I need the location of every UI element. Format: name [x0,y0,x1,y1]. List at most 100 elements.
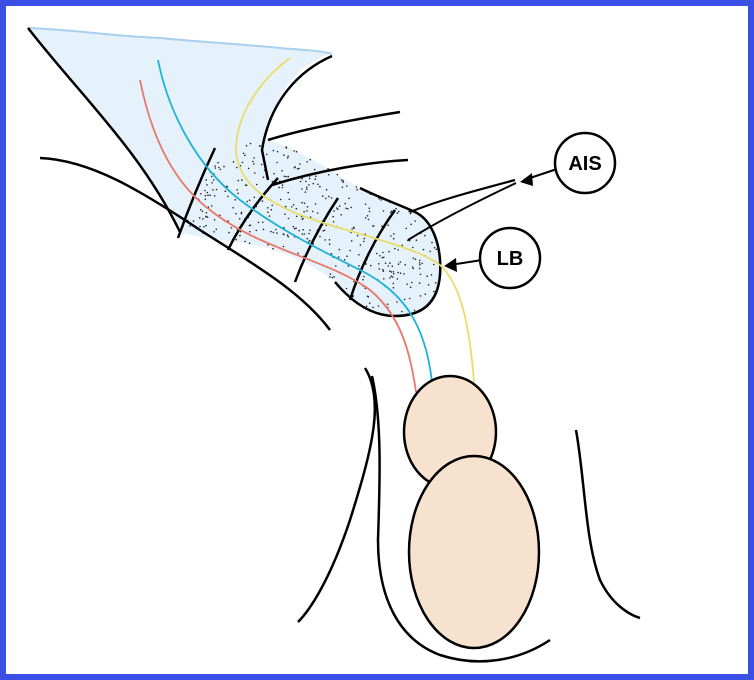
stipple-dot [312,211,314,213]
stipple-dot [249,199,251,201]
stipple-dot [266,154,268,156]
stipple-dot [293,150,295,152]
stipple-dot [246,184,248,186]
stipple-dot [204,190,206,192]
stipple-dot [277,151,279,153]
stipple-dot [348,198,350,200]
stipple-dot [393,273,395,275]
stipple-dot [404,264,406,266]
stipple-dot [356,189,358,191]
lb-label: LB [497,248,524,270]
stipple-dot [341,179,343,181]
stipple-dot [236,189,238,191]
stipple-dot [256,184,258,186]
stipple-dot [410,224,412,226]
spermatic-cord [180,140,440,316]
stipple-dot [419,268,421,270]
stipple-dot [309,178,311,180]
ais-label: AIS [568,153,601,175]
stipple-dot [199,217,201,219]
stipple-dot [348,265,350,267]
stipple-dot [324,239,326,241]
stipple-dot [383,278,385,280]
stipple-dot [435,282,437,284]
stipple-dot [364,238,366,240]
stipple-dot [412,266,414,268]
stipple-dot [357,235,359,237]
stipple-dot [326,189,328,191]
stipple-dot [214,165,216,167]
stipple-dot [282,187,284,189]
stipple-dot [378,263,380,265]
stipple-dot [235,213,237,215]
stipple-dot [283,233,285,235]
stipple-dot [269,215,271,217]
stipple-dot [301,188,303,190]
stipple-dot [363,276,365,278]
stipple-dot [336,207,338,209]
stipple-dot [383,257,385,259]
stipple-dot [281,170,283,172]
stipple-dot [296,216,298,218]
stipple-dot [255,230,257,232]
stipple-dot [383,210,385,212]
stipple-dot [193,220,195,222]
stipple-dot [288,218,290,220]
stipple-dot [351,228,353,230]
stipple-dot [367,215,369,217]
stipple-dot [394,248,396,250]
stipple-dot [416,239,418,241]
stipple-dot [403,273,405,275]
stipple-dot [306,187,308,189]
stipple-dot [370,265,372,267]
stipple-dot [397,272,399,274]
stipple-dot [319,186,321,188]
stipple-dot [400,261,402,263]
stipple-dot [425,293,427,295]
stipple-dot [329,276,331,278]
stipple-dot [287,176,289,178]
stipple-dot [237,193,239,195]
stipple-dot [200,209,202,211]
stipple-dot [261,164,263,166]
stipple-dot [429,251,431,253]
stipple-dot [209,194,211,196]
stipple-dot [212,189,214,191]
stipple-dot [244,155,246,157]
stipple-dot [235,239,237,241]
stipple-dot [300,181,302,183]
stipple-dot [246,145,248,147]
stipple-dot [419,260,421,262]
stipple-dot [362,279,364,281]
stipple-dot [322,230,324,232]
stipple-dot [338,256,340,258]
stipple-dot [309,159,311,161]
stipple-dot [239,218,241,220]
stipple-dot [398,263,400,265]
stipple-dot [342,181,344,183]
stipple-dot [305,181,307,183]
stipple-dot [315,203,317,205]
stipple-dot [431,274,433,276]
stipple-dot [368,219,370,221]
stipple-dot [324,230,326,232]
stipple-dot [328,196,330,198]
stipple-dot [382,257,384,259]
stipple-dot [393,238,395,240]
stipple-dot [189,225,191,227]
stipple-dot [431,242,433,244]
stipple-dot [287,192,289,194]
stipple-dot [306,189,308,191]
stipple-dot [351,240,353,242]
stipple-dot [262,222,264,224]
stipple-dot [285,206,287,208]
stipple-dot [253,163,255,165]
stipple-dot [205,195,207,197]
stipple-dot [368,296,370,298]
stipple-dot [346,255,348,257]
stipple-dot [296,151,298,153]
stipple-dot [247,201,249,203]
stipple-dot [303,211,305,213]
stipple-dot [272,248,274,250]
stipple-dot [328,174,330,176]
